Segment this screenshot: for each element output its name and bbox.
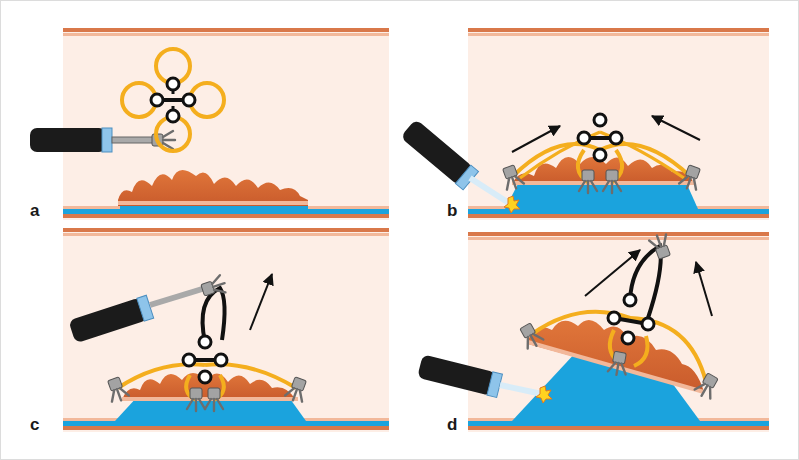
panel-letter: a: [30, 202, 39, 219]
panel-d: [417, 232, 769, 432]
panel-c: [63, 228, 389, 432]
panel-a: [30, 28, 389, 220]
panel-b: [400, 28, 769, 220]
panel-letter: c: [30, 416, 39, 433]
panel-letter: d: [447, 416, 457, 433]
panel-letter: b: [447, 202, 457, 219]
